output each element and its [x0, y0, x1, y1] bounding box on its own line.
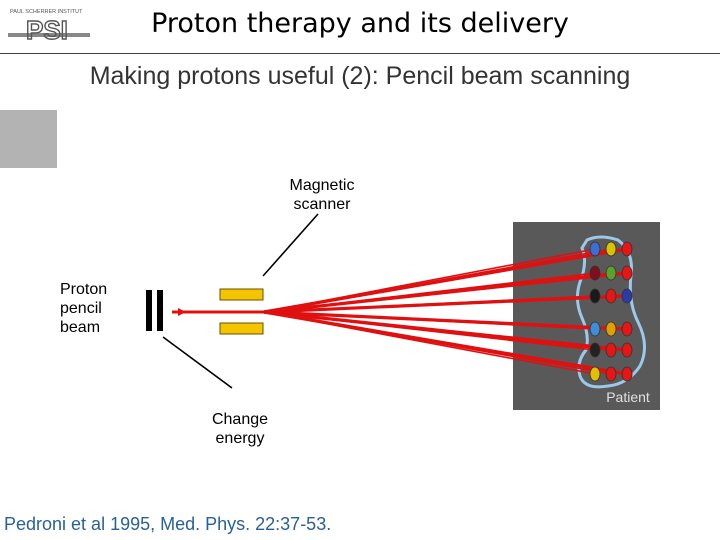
collimator-left [146, 290, 152, 331]
dose-spot [621, 265, 633, 281]
dose-spot [605, 342, 617, 358]
dose-spot [621, 321, 633, 337]
logo-big-text: PSI [26, 15, 68, 42]
scanner-magnet-bottom [219, 322, 264, 335]
dose-spot [589, 342, 601, 358]
beam-ray [263, 294, 628, 314]
collimator-right [157, 290, 163, 331]
title-divider [0, 53, 720, 54]
proton-beam-label-text: Proton pencil beam [60, 281, 108, 336]
dose-spot [605, 366, 617, 382]
beam-ray [263, 310, 628, 352]
dose-spot [605, 265, 617, 281]
beam-arrowhead [178, 308, 186, 316]
dose-spot [589, 366, 601, 382]
change-energy-label: Change energy [211, 411, 269, 447]
dose-spot [605, 241, 617, 257]
dose-spot [589, 321, 601, 337]
dose-spot [621, 342, 633, 358]
dose-spot [589, 241, 601, 257]
dose-spot [621, 366, 633, 382]
dose-spot [605, 288, 617, 304]
dose-spot [621, 241, 633, 257]
dose-spot [621, 288, 633, 304]
beam-ray [263, 310, 628, 376]
scanner-magnet-top [219, 288, 264, 301]
beam-ray [263, 247, 628, 314]
psi-logo: PAUL SCHERRER INSTITUT PSI [8, 9, 90, 42]
energy-pointer-line [162, 336, 233, 389]
scanner-pointer-line [262, 213, 319, 277]
tumor-outline [575, 235, 646, 389]
magnetic-scanner-label: Magnetic scanner [289, 177, 355, 213]
patient-label: Patient [606, 389, 650, 405]
proton-beam-label: Proton pencil beam [60, 280, 118, 337]
citation: Pedroni et al 1995, Med. Phys. 22:37-53. [4, 514, 332, 534]
dose-spot [589, 265, 601, 281]
beam-ray [263, 271, 628, 314]
beam-ray [263, 310, 628, 331]
dose-spots [589, 241, 633, 382]
slide-subtitle: Making protons useful (2): Pencil beam s… [89, 62, 631, 90]
grey-block [0, 110, 57, 168]
logo-small-text: PAUL SCHERRER INSTITUT [10, 9, 83, 15]
dose-spot [589, 288, 601, 304]
logo-bar [8, 33, 90, 37]
slide-title: Proton therapy and its delivery [151, 8, 569, 39]
beam-lines [263, 247, 628, 376]
dose-spot [605, 321, 617, 337]
